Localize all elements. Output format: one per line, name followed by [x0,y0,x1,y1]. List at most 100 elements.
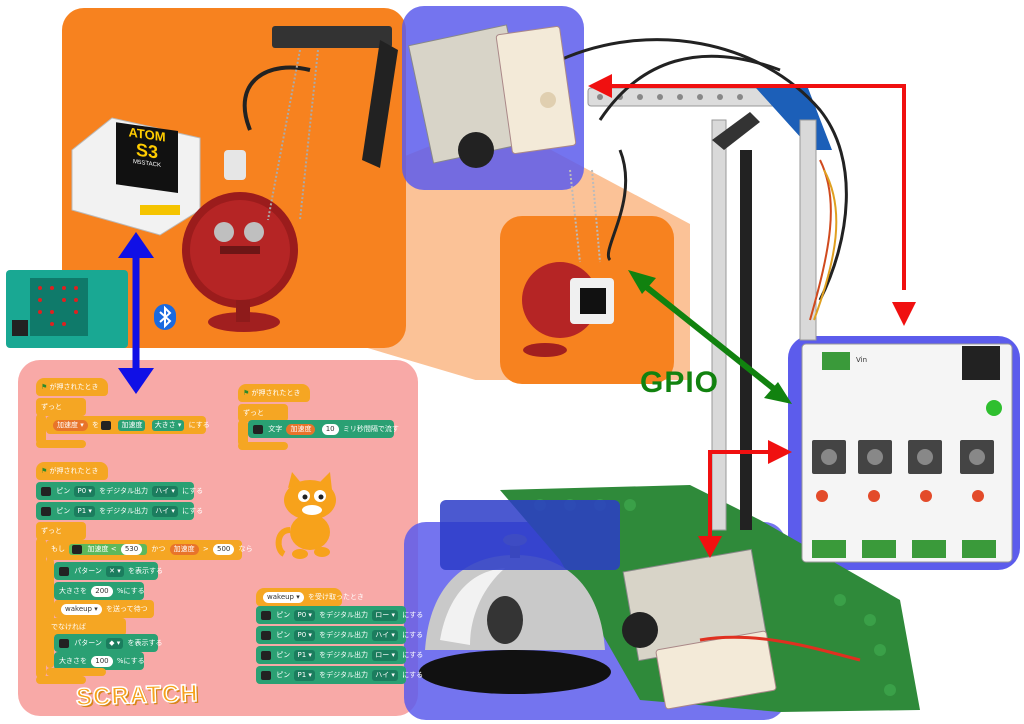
s4-pin: ピン [276,631,291,639]
s4-digital: をデジタル出力 [319,651,368,659]
script3-hat[interactable]: ⚑ が押されたとき [36,462,108,480]
s3-pin-p0[interactable]: ピン P0 ▾ をデジタル出力 ハイ ▾ にする [36,482,203,500]
script2-text-block[interactable]: 文字 加速度 10 ミリ秒間隔で流す [248,420,399,438]
s3-if: もし [51,545,65,553]
s4-p0[interactable]: P0 ▾ [294,610,315,621]
s1-mag[interactable]: 大きさ ▾ [151,420,185,431]
scratch-cat-icon [275,472,336,559]
s4-pin: ピン [276,651,291,659]
s3-forever[interactable]: ずっと [36,522,86,540]
s3-high[interactable]: ハイ ▾ [152,506,178,517]
s3-wakeup[interactable]: wakeup ▾ [61,604,102,615]
bluetooth-icon [154,304,176,330]
s3-100[interactable]: 100 [91,656,113,667]
s4-low[interactable]: ロー ▾ [372,650,398,661]
s3-acc2[interactable]: 加速度 [169,544,199,555]
s4-row1[interactable]: ピン P0 ▾ をデジタル出力 ロー ▾ にする [256,606,423,624]
s4-p1[interactable]: P1 ▾ [294,670,315,681]
s3-digital: をデジタル出力 [99,487,148,495]
script4-hat[interactable]: wakeup ▾ を受け取ったとき [256,588,364,606]
green-flag-icon: ⚑ [41,383,48,391]
s4-when: を受け取ったとき [307,593,364,601]
s1-var[interactable]: 加速度 ▾ [53,420,88,431]
s4-pin: ピン [276,671,291,679]
microbit-icon [253,424,263,434]
green-flag-icon: ⚑ [41,467,48,475]
script2-end [238,442,288,450]
s3-and: かつ [151,545,166,553]
gpio-label: GPIO [640,366,720,399]
script2-forever-text: ずっと [243,409,264,417]
s3-pin-label: ピン [56,507,71,515]
s4-wakeup[interactable]: wakeup ▾ [263,592,304,603]
s3-pct: %にする [116,657,145,665]
s3-pin-p1[interactable]: ピン P1 ▾ をデジタル出力 ハイ ▾ にする [36,502,203,520]
s2-text: 文字 [268,425,283,433]
s4-row3[interactable]: ピン P1 ▾ をデジタル出力 ロー ▾ にする [256,646,423,664]
s3-else-text: でなければ [51,623,86,631]
s3-show: を表示する [127,639,163,647]
s1-wo: を [91,421,99,429]
green-flag-icon: ⚑ [243,389,250,397]
s3-p0[interactable]: P0 ▾ [74,486,95,497]
s2-acc[interactable]: 加速度 [286,424,316,435]
s3-else: でなければ [46,618,126,636]
s2-10[interactable]: 10 [321,424,339,435]
s3-200[interactable]: 200 [91,586,113,597]
microbit-icon [72,544,83,554]
s2-interval: ミリ秒間隔で流す [342,425,399,433]
script1-end [36,440,86,448]
s4-digital: をデジタル出力 [319,631,368,639]
s3-pattern-1[interactable]: パターン ✕ ▾ を表示する [54,562,163,580]
microbit-icon [41,486,51,496]
script1-set-block[interactable]: 加速度 ▾ を 加速度 大きさ ▾ にする [46,416,210,434]
s4-digital: をデジタル出力 [319,671,368,679]
s3-pattern-2[interactable]: パターン ◆ ▾ を表示する [54,634,162,652]
s1-acc[interactable]: 加速度 [118,420,146,431]
s3-500[interactable]: 500 [213,544,235,555]
s3-530[interactable]: 530 [120,544,143,555]
s3-p1[interactable]: P1 ▾ [74,506,95,517]
s3-show: を表示する [127,567,163,575]
s3-gt: > [202,545,209,553]
s4-high[interactable]: ハイ ▾ [372,630,398,641]
s3-size-100[interactable]: 大きさを 100 %にする [54,652,145,670]
script3-hat-text: が押されたとき [49,467,99,475]
s4-set: にする [402,651,424,659]
script1-hat-text: が押されたとき [49,383,99,391]
s3-pattern-x[interactable]: ✕ ▾ [106,566,124,577]
microbit-icon [261,610,271,620]
s3-forever-end [36,676,86,684]
s3-pct: %にする [116,587,145,595]
s4-row2[interactable]: ピン P0 ▾ をデジタル出力 ハイ ▾ にする [256,626,423,644]
s3-pattern: パターン [74,639,102,647]
s3-broadcast[interactable]: wakeup ▾ を送って待つ [54,600,154,618]
s3-forever-wrap [36,538,46,678]
microbit-icon [261,650,271,660]
s3-then: なら [238,545,253,553]
s4-high[interactable]: ハイ ▾ [372,670,398,681]
s4-p1[interactable]: P1 ▾ [294,650,315,661]
scratch-logo: SCRATCH [75,679,200,712]
s3-cond1[interactable]: 加速度 < 530 [69,544,148,555]
microbit-icon [261,630,271,640]
script2-hat-text: が押されたとき [251,389,301,397]
microbit-icon [59,566,69,576]
s3-pattern-dots[interactable]: ◆ ▾ [106,638,124,649]
s3-high[interactable]: ハイ ▾ [152,486,178,497]
script2-forever[interactable]: ずっと [238,404,288,422]
script2-hat[interactable]: ⚑ が押されたとき [238,384,310,402]
s3-size-200[interactable]: 大きさを 200 %にする [54,582,145,600]
s3-acc: 加速度 [87,545,109,553]
s4-p0[interactable]: P0 ▾ [294,630,315,641]
s4-low[interactable]: ロー ▾ [372,610,398,621]
s4-row4[interactable]: ピン P1 ▾ をデジタル出力 ハイ ▾ にする [256,666,423,684]
script1-forever-wrap [36,414,46,444]
script1-hat[interactable]: ⚑ が押されたとき [36,378,108,396]
script1-forever-text: ずっと [41,403,62,411]
s4-digital: をデジタル出力 [319,611,368,619]
script1-forever[interactable]: ずっと [36,398,86,416]
s3-if-block[interactable]: もし 加速度 < 530 かつ 加速度 > 500 なら [46,540,253,560]
s4-set: にする [402,671,424,679]
